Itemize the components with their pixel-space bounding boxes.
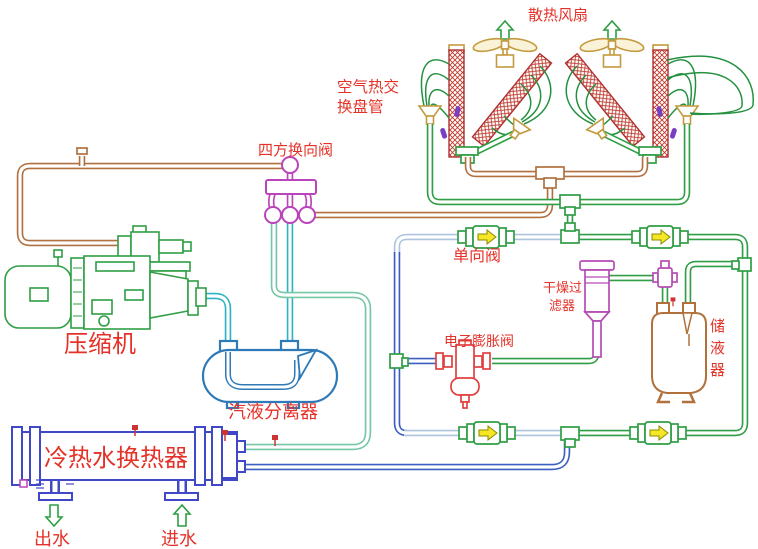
compressor: [4, 225, 207, 330]
gas-liquid-separator: [201, 339, 339, 410]
label-dry-filter-line2: 滤器: [549, 299, 575, 314]
pipe-suction: [204, 292, 232, 346]
label-dry-filter-line1: 干燥过: [543, 281, 582, 296]
check-valve-top-left: [457, 225, 515, 249]
pipe-receiver-outlet: [684, 260, 740, 305]
four-way-valve: [264, 156, 317, 224]
label-check-valve: 单向阀: [453, 246, 501, 265]
tee-check-bottom: [560, 426, 580, 448]
tee-expansion: [389, 353, 409, 369]
water-out-arrow: [44, 504, 64, 528]
label-receiver-char3: 器: [710, 361, 725, 379]
label-coil-line1: 空气热交: [337, 78, 399, 96]
check-valve-bottom-right: [629, 421, 687, 445]
service-stub-cap: [76, 147, 88, 155]
label-fan: 散热风扇: [528, 6, 588, 24]
label-receiver-char1: 储: [710, 317, 725, 335]
label-coil-line2: 换盘管: [337, 97, 384, 116]
air-coil-right: [566, 45, 698, 163]
coil-tube-sweep-right-2: [666, 72, 743, 116]
air-coil-left: [419, 45, 551, 163]
tee-receiver: [731, 257, 752, 272]
pipe-manifold-left: [464, 157, 540, 178]
receiver-inlet-valve: [652, 260, 678, 288]
electronic-expansion-valve: [435, 339, 491, 409]
label-separator: 汽液分离器: [228, 402, 318, 423]
tee-check-top: [560, 222, 580, 244]
check-valve-top-right: [631, 225, 689, 249]
label-water-heat-exchanger: 冷热水换热器: [44, 444, 188, 472]
manifold-tee: [535, 166, 565, 189]
tee-collect: [559, 194, 581, 216]
label-expansion-valve: 电子膨胀阀: [444, 333, 514, 350]
label-water-in: 进水: [161, 529, 197, 549]
water-heat-exchanger: [11, 426, 246, 501]
label-compressor: 压缩机: [64, 330, 136, 358]
dry-filter: [579, 260, 615, 358]
fan-right: [578, 20, 646, 68]
label-water-out: 出水: [34, 529, 70, 549]
label-receiver-char2: 液: [710, 339, 725, 357]
label-four-way-valve: 四方换向阀: [258, 141, 333, 159]
liquid-receiver: [651, 296, 707, 404]
water-in-arrow: [172, 503, 192, 527]
pipe-manifold-right: [560, 157, 649, 178]
fan-left: [471, 20, 539, 68]
check-valve-bottom-left: [458, 421, 516, 445]
